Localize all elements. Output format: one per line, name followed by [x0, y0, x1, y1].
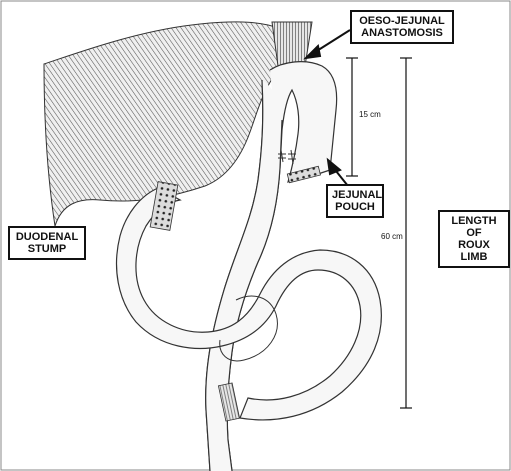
label-length-of-roux-limb: LENGTH OF ROUX LIMB	[438, 210, 510, 268]
esophagus	[272, 22, 312, 66]
label-jejunal-pouch: JEJUNAL POUCH	[326, 184, 384, 218]
label-oeso-jejunal-anastomosis: OESO-JEJUNAL ANASTOMOSIS	[350, 10, 454, 44]
label-duodenal-stump: DUODENAL STUMP	[8, 226, 86, 260]
pouch-length-text: 15 cm	[359, 110, 381, 119]
roux-limb-length-text: 60 cm	[381, 232, 403, 241]
